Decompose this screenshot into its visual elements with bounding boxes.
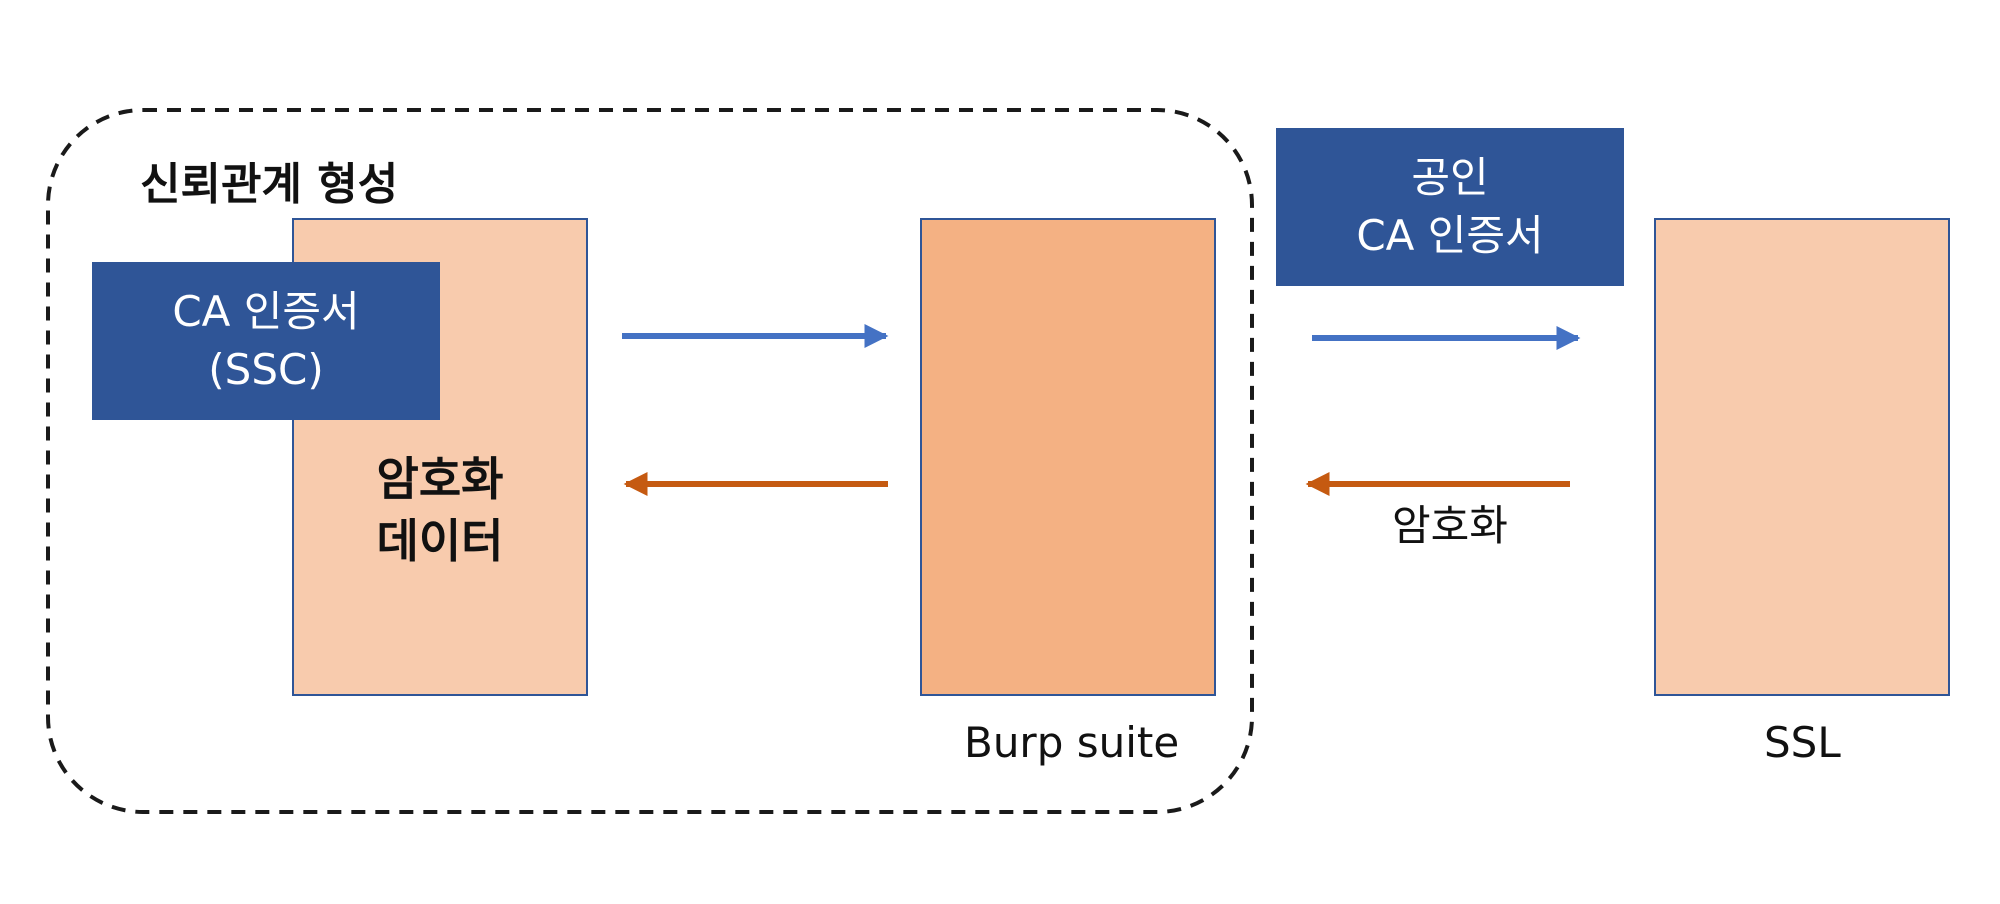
ssl-server-box (1654, 218, 1950, 696)
public-ca-cert: 공인 CA 인증서 (1276, 128, 1624, 286)
self-signed-ca-cert: CA 인증서 (SSC) (92, 262, 440, 420)
ssc-cert-line1: CA 인증서 (172, 287, 360, 336)
public-cert-line1: 공인 (1411, 153, 1489, 202)
burp-suite-label: Burp suite (964, 718, 1180, 767)
public-cert-line2: CA 인증서 (1356, 211, 1544, 260)
ssc-cert-line2: (SSC) (208, 345, 324, 394)
encrypted-data-line2: 데이터 (376, 514, 504, 568)
encrypted-data-label: 암호화 데이터 (292, 448, 588, 572)
trust-boundary (46, 108, 1254, 814)
encrypted-label: 암호화 (1392, 501, 1508, 550)
trust-group-title: 신뢰관계 형성 (140, 159, 399, 210)
encrypted-data-line1: 암호화 (376, 452, 504, 506)
ssl-label: SSL (1764, 718, 1841, 767)
burp-suite-box (920, 218, 1216, 696)
